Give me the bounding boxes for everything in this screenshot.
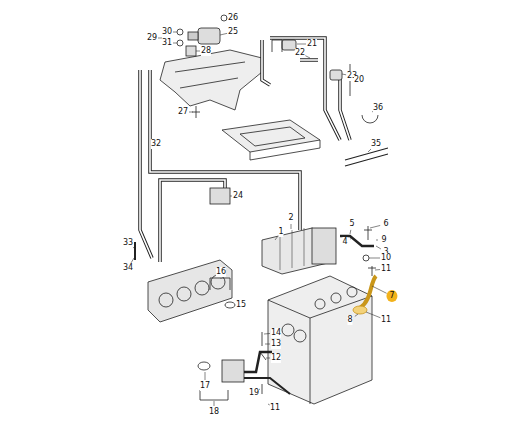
leader-line (376, 246, 381, 249)
callout-number: 22 (295, 48, 305, 58)
leader-line (372, 286, 387, 293)
callout-number: 34 (123, 263, 133, 273)
leader-line (266, 358, 270, 359)
leader-line (366, 312, 380, 318)
callout-number: 32 (151, 139, 161, 149)
leader-line (376, 240, 378, 241)
callout-number: 6 (383, 219, 388, 229)
leader-line (350, 230, 352, 234)
callout-number: 9 (381, 235, 386, 245)
leader-line (230, 196, 232, 197)
callout-number: 26 (228, 13, 238, 23)
callout-number: 1 (278, 227, 283, 237)
leader-line (297, 44, 306, 45)
callout-number: 29 (147, 33, 157, 43)
callout-number: 27 (178, 107, 188, 117)
leader-line (226, 18, 227, 19)
callout-number: 11 (381, 315, 391, 325)
callout-number: 8 (347, 315, 352, 325)
leader-line (189, 112, 193, 113)
callout-number: 16 (216, 267, 226, 277)
callout-number: 24 (233, 191, 243, 201)
leader-line (369, 258, 380, 259)
leader-line (342, 74, 346, 76)
callout-number: 14 (271, 328, 281, 338)
leader-line (173, 32, 177, 33)
leader-line (205, 372, 206, 380)
callout-number: 18 (209, 407, 219, 417)
leader-line (375, 269, 380, 270)
leader-line (214, 401, 215, 406)
leader-line (291, 224, 292, 229)
callout-number: 2 (288, 213, 293, 223)
callout-number: 12 (271, 353, 281, 363)
leader-line (220, 33, 227, 35)
callout-number: 36 (373, 103, 383, 113)
callout-number: 21 (307, 39, 317, 49)
callout-number: 10 (381, 253, 391, 263)
leader-line (265, 344, 270, 345)
callout-number: 19 (249, 388, 259, 398)
leader-line (196, 51, 200, 52)
callout-number: 25 (228, 27, 238, 37)
leader-line (305, 56, 310, 58)
callout-number: 28 (201, 46, 211, 56)
leader-line (259, 389, 260, 391)
leader-line (355, 314, 358, 316)
callout-number: 31 (162, 38, 172, 48)
leader-line (264, 333, 270, 335)
callout-number: 35 (371, 139, 381, 149)
callout-number: 13 (271, 339, 281, 349)
callout-number: 4 (342, 237, 347, 247)
callout-number: 7 (386, 290, 397, 302)
callout-number: 11 (381, 264, 391, 274)
leader-line (275, 237, 277, 240)
callout-number: 17 (200, 381, 210, 391)
callout-number: 20 (354, 75, 364, 85)
callout-number: 33 (123, 238, 133, 248)
callout-number: 15 (236, 300, 246, 310)
leader-line (370, 225, 380, 228)
leader-line (350, 238, 352, 239)
leader-line (173, 43, 177, 44)
leader-line (221, 278, 222, 279)
callout-number: 11 (270, 403, 280, 413)
callout-number: 30 (162, 27, 172, 37)
callout-number: 5 (349, 219, 354, 229)
